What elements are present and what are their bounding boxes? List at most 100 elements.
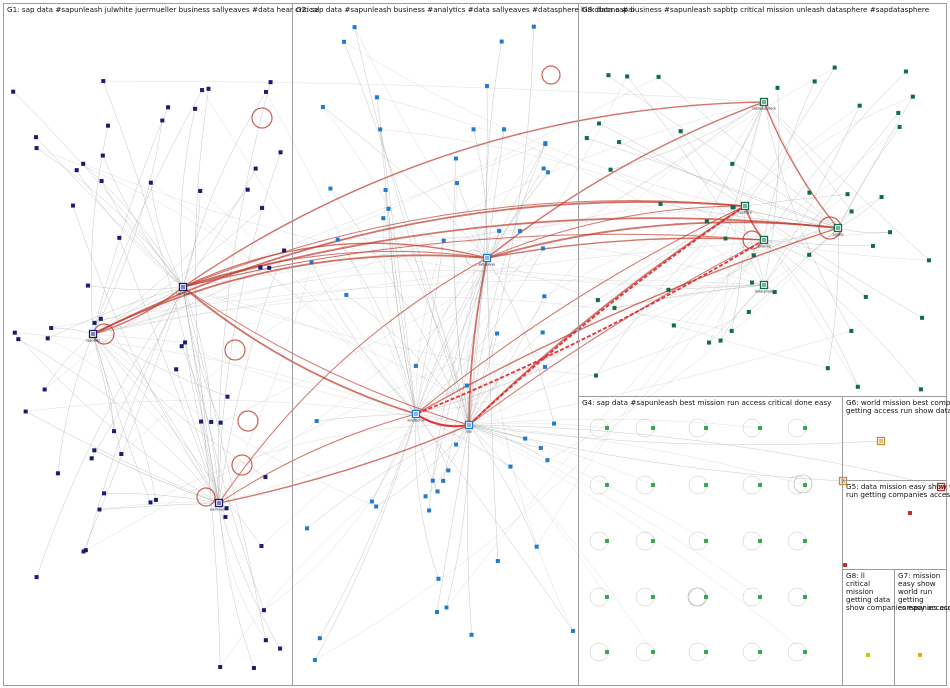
- edge: [51, 327, 94, 335]
- edge: [99, 502, 220, 510]
- edge: [218, 221, 707, 504]
- edge: [35, 137, 184, 288]
- edge: [36, 147, 184, 288]
- node: [545, 170, 550, 175]
- edge: [85, 286, 184, 551]
- node: [731, 205, 736, 210]
- node: [381, 216, 386, 221]
- edge: [376, 424, 470, 507]
- edge-red-dashed: [415, 239, 765, 415]
- node: [723, 236, 728, 241]
- edge: [343, 41, 839, 229]
- node: [83, 548, 88, 553]
- edge: [25, 400, 470, 426]
- edge-red: [415, 227, 839, 415]
- node: [305, 526, 310, 531]
- edge: [220, 424, 470, 668]
- edge: [837, 96, 914, 229]
- node: [119, 452, 124, 457]
- edge: [36, 147, 417, 415]
- node: [920, 315, 925, 320]
- node: [751, 253, 756, 258]
- edge: [311, 262, 417, 415]
- node: [617, 140, 622, 145]
- edge: [322, 106, 488, 259]
- node: [584, 136, 589, 141]
- node: [102, 491, 107, 496]
- edge: [83, 163, 765, 287]
- edge: [415, 366, 546, 415]
- node: [608, 167, 613, 172]
- edge-red: [92, 254, 488, 335]
- edge: [83, 239, 765, 552]
- node: [857, 103, 862, 108]
- edge: [103, 80, 765, 103]
- hub-label: sap: [466, 430, 472, 434]
- edge-red: [182, 250, 488, 288]
- edge: [314, 239, 765, 661]
- node: [218, 665, 223, 670]
- edge: [92, 333, 122, 455]
- edge: [14, 332, 220, 504]
- edge: [218, 250, 285, 504]
- node: [259, 544, 264, 549]
- edge: [47, 286, 184, 339]
- node: [750, 280, 755, 285]
- node: [843, 563, 848, 568]
- edge: [92, 76, 659, 335]
- node: [502, 127, 507, 132]
- node: [199, 419, 204, 424]
- hub-label: kirkdborne: [407, 419, 424, 423]
- node: [352, 25, 357, 30]
- node: [543, 141, 548, 146]
- edge: [181, 346, 220, 504]
- group-label-g4: G4: sap data #sapunleash best mission ru…: [582, 398, 832, 407]
- edge: [102, 155, 184, 288]
- node: [278, 646, 283, 651]
- node: [485, 84, 490, 89]
- edge: [218, 502, 281, 649]
- edge: [415, 240, 444, 415]
- edge: [182, 286, 267, 641]
- node: [803, 539, 808, 544]
- node: [100, 153, 105, 158]
- edge: [337, 239, 417, 415]
- edge: [763, 101, 930, 261]
- edge: [744, 96, 913, 207]
- node: [871, 243, 876, 248]
- node: [926, 258, 931, 263]
- hub-node: kirkdborne: [407, 409, 425, 423]
- node: [803, 595, 808, 600]
- edge: [763, 239, 929, 261]
- edge: [468, 330, 852, 426]
- node: [263, 475, 268, 480]
- node: [148, 500, 153, 505]
- node: [453, 156, 458, 161]
- group-label-g2: G2: sap data #sapunleash business #analy…: [296, 5, 634, 14]
- node: [97, 507, 102, 512]
- node: [718, 338, 723, 343]
- node: [263, 638, 268, 643]
- node: [436, 576, 441, 581]
- node: [111, 429, 116, 434]
- group-labels: G1: sap data #sapunleash julwhite juermu…: [7, 5, 950, 612]
- group-label-g3: G3: data sap business #sapunleash sapbtp…: [582, 5, 930, 14]
- edge-red: [182, 101, 765, 288]
- edge: [732, 207, 765, 286]
- edge: [415, 172, 549, 415]
- edge-red: [468, 239, 765, 426]
- edge: [597, 205, 746, 301]
- edge: [51, 279, 765, 329]
- edge: [13, 91, 184, 288]
- node: [260, 205, 265, 210]
- hub-node: sapbtp: [833, 223, 843, 237]
- node: [267, 265, 272, 270]
- group-label-g6: G6: world mission best companiesgetting …: [846, 398, 950, 415]
- edge: [316, 413, 417, 422]
- node: [464, 383, 469, 388]
- node: [251, 666, 256, 671]
- node: [758, 650, 763, 655]
- edge: [92, 107, 169, 335]
- edge: [180, 108, 196, 288]
- node: [98, 316, 103, 321]
